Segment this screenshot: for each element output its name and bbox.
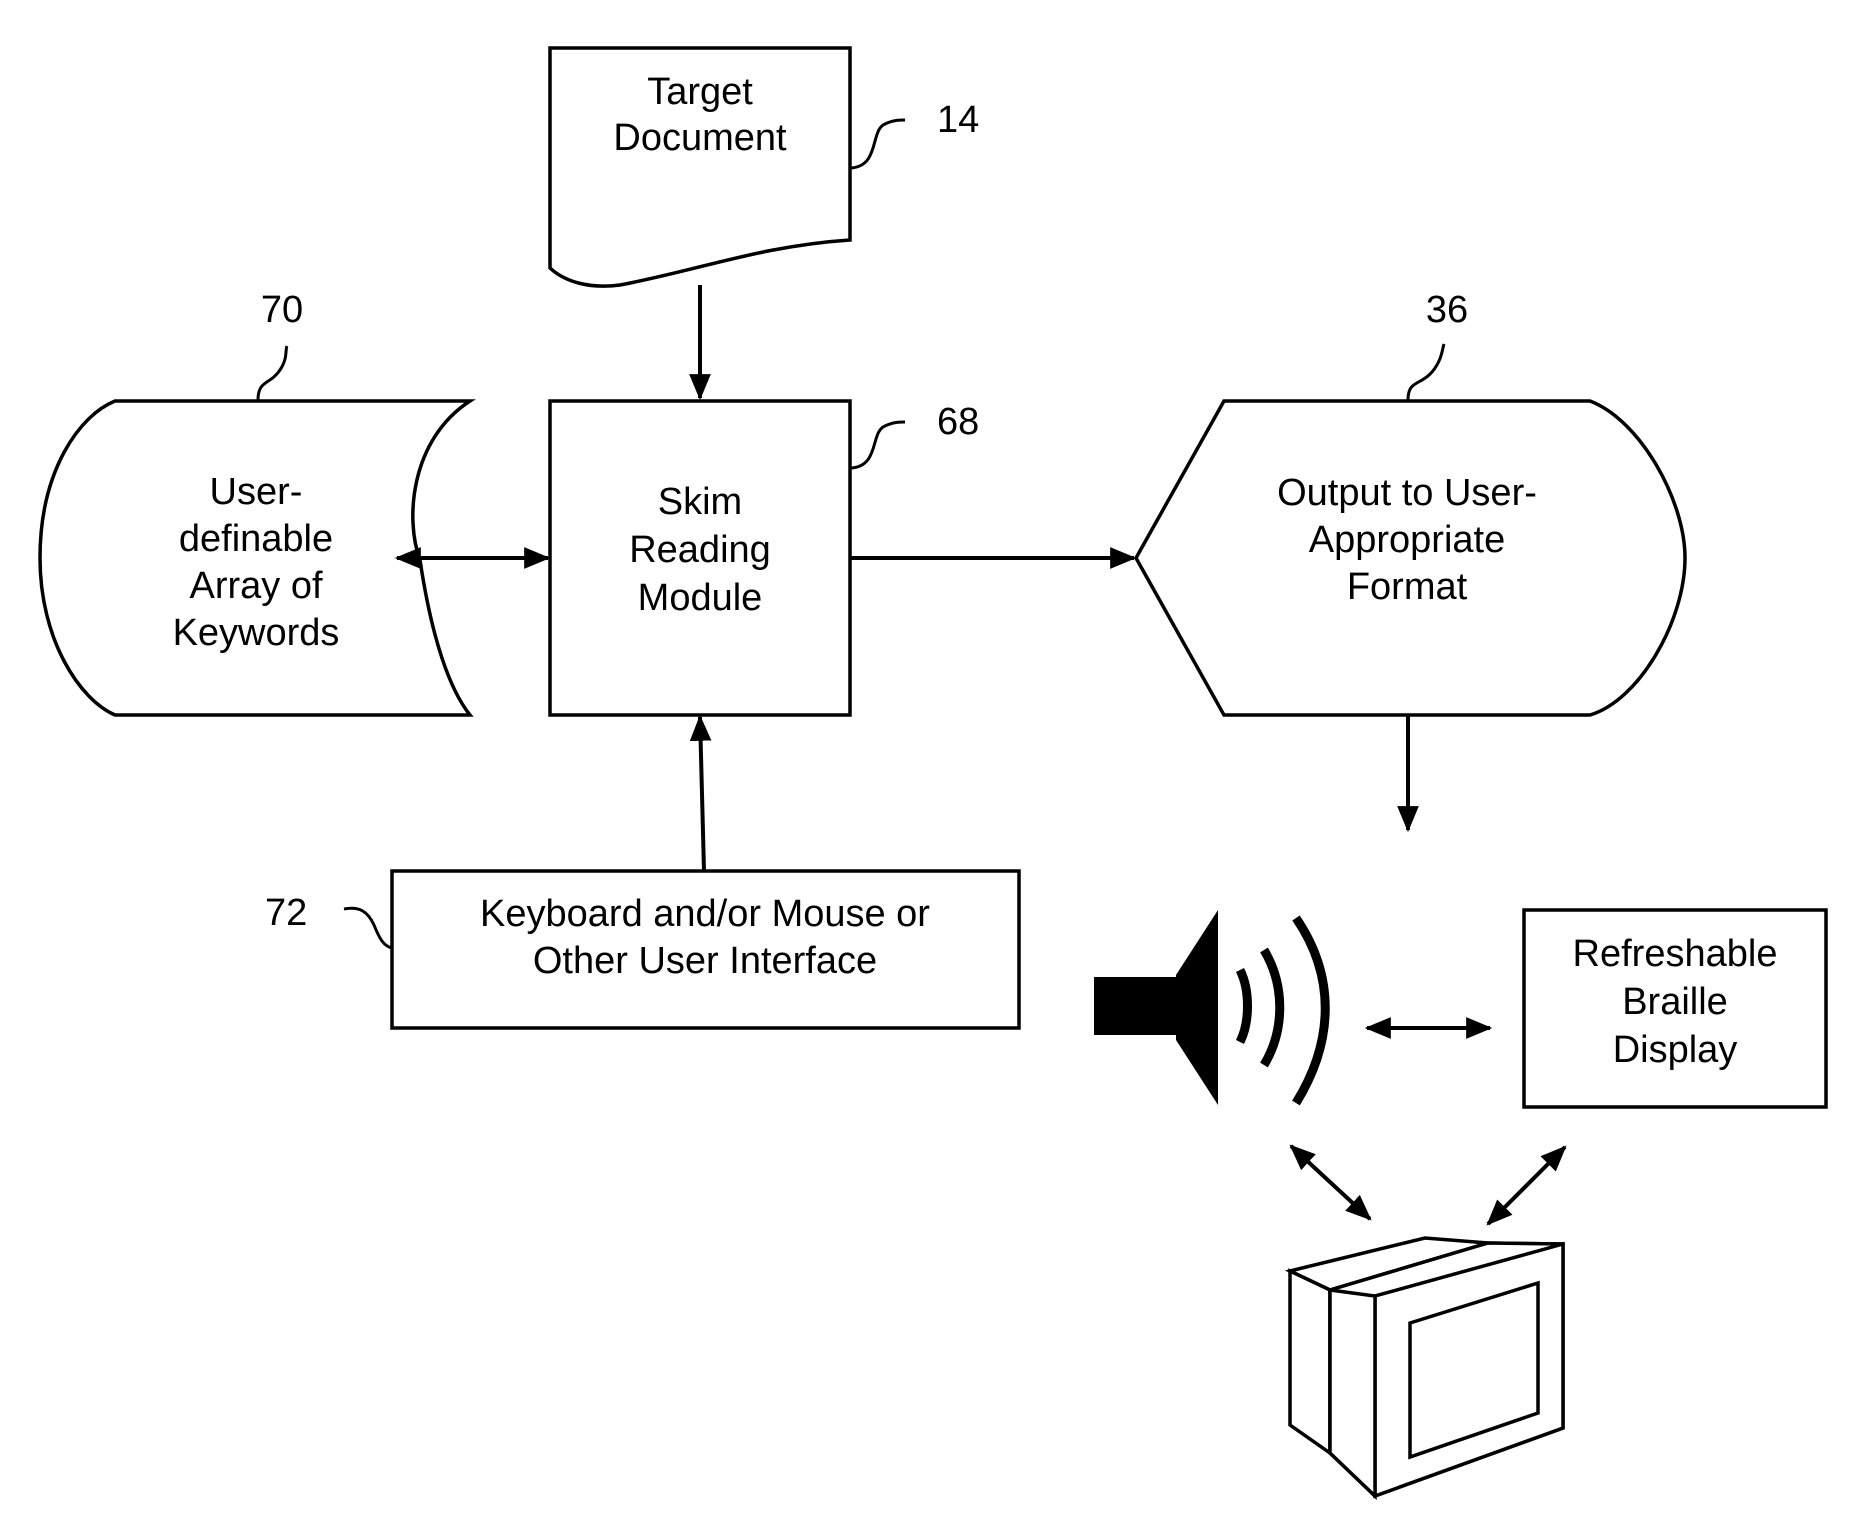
keywords-label-line1: User-	[210, 471, 303, 513]
keywords-label-line2: definable	[179, 518, 333, 560]
braille-display-node: Refreshable Braille Display	[1524, 910, 1826, 1107]
input-device-label-line2: Other User Interface	[533, 940, 877, 982]
output-node: Output to User- Appropriate Format	[1136, 401, 1685, 715]
target-document-node: Target Document	[550, 48, 850, 286]
skim-module-label-line2: Reading	[629, 529, 771, 571]
braille-label-line2: Braille	[1622, 981, 1728, 1023]
braille-label-line3: Display	[1613, 1029, 1738, 1071]
ref-68-label: 68	[937, 401, 979, 443]
target-document-label-line2: Document	[613, 117, 787, 159]
arrow-speaker-monitor	[1291, 1146, 1370, 1219]
input-device-node: Keyboard and/or Mouse or Other User Inte…	[392, 871, 1019, 1028]
keywords-label-line3: Array of	[189, 565, 322, 607]
arrow-braille-monitor	[1488, 1147, 1565, 1224]
input-device-label-line1: Keyboard and/or Mouse or	[480, 893, 930, 935]
ref-14-callout: 14	[851, 99, 979, 168]
output-label-line1: Output to User-	[1277, 472, 1537, 514]
braille-label-line1: Refreshable	[1573, 933, 1778, 975]
skim-module-label-line1: Skim	[658, 481, 742, 523]
skim-module-label-line3: Module	[638, 577, 763, 619]
arrow-input-to-module	[700, 717, 704, 871]
ref-36-callout: 36	[1408, 289, 1468, 400]
target-document-label-line1: Target	[647, 71, 753, 113]
output-label-line2: Appropriate	[1309, 519, 1505, 561]
ref-36-label: 36	[1426, 289, 1468, 331]
ref-14-label: 14	[937, 99, 979, 141]
ref-70-callout: 70	[258, 289, 303, 400]
speaker-icon	[1094, 910, 1325, 1105]
ref-68-callout: 68	[851, 401, 979, 468]
ref-72-callout: 72	[265, 892, 392, 948]
monitor-icon	[1290, 1238, 1563, 1496]
skim-module-node: Skim Reading Module	[550, 401, 850, 715]
ref-72-label: 72	[265, 892, 307, 934]
keywords-label-line4: Keywords	[173, 612, 340, 654]
output-label-line3: Format	[1347, 566, 1468, 608]
ref-70-label: 70	[261, 289, 303, 331]
